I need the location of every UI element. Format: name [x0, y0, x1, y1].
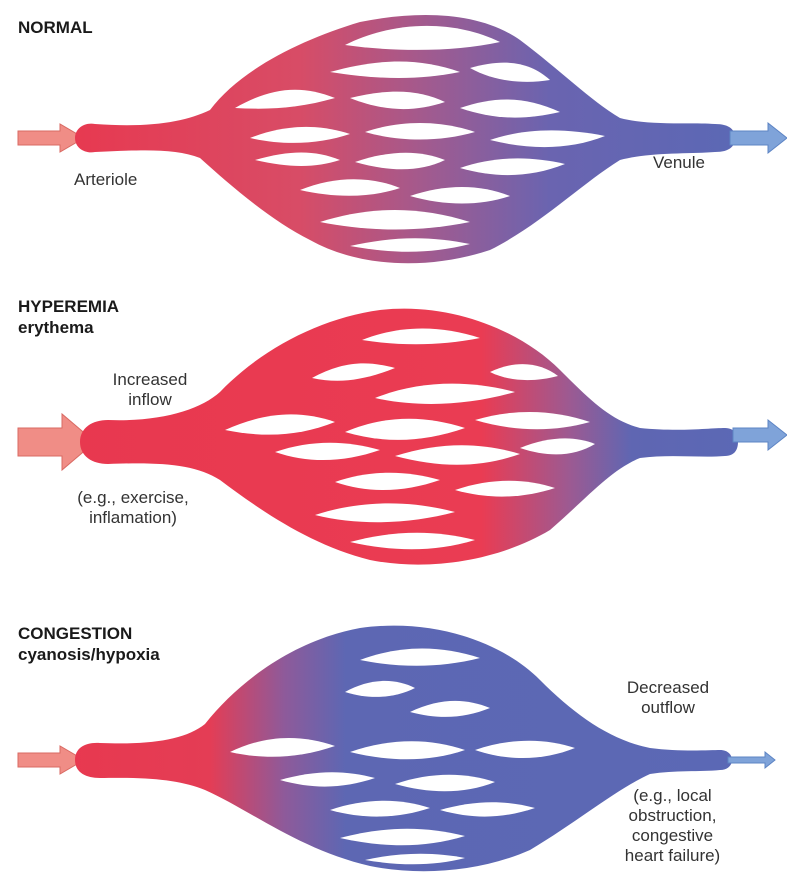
congestion-cause-line3: congestive [600, 826, 745, 846]
decreased-outflow-line1: Decreased [608, 678, 728, 698]
outflow-arrow-small [728, 752, 775, 768]
hyperemia-cause-line2: inflamation) [58, 508, 208, 528]
decreased-outflow-label: Decreased outflow [608, 678, 728, 718]
outflow-arrow [733, 420, 787, 450]
decreased-outflow-line2: outflow [608, 698, 728, 718]
hyperemia-cause-line1: (e.g., exercise, [58, 488, 208, 508]
outflow-arrow [730, 123, 787, 153]
increased-inflow-line2: inflow [80, 390, 220, 410]
arteriole-label: Arteriole [74, 170, 137, 190]
congestion-title: CONGESTION [18, 624, 132, 643]
congestion-cause-line4: heart failure) [600, 846, 745, 866]
venule-label: Venule [653, 153, 705, 173]
hyperemia-subtitle: erythema [18, 318, 94, 337]
normal-title: NORMAL [18, 18, 93, 37]
increased-inflow-line1: Increased [80, 370, 220, 390]
increased-inflow-label: Increased inflow [80, 370, 220, 410]
hyperemia-cause-label: (e.g., exercise, inflamation) [58, 488, 208, 528]
inflow-arrow [18, 746, 84, 774]
normal-panel [18, 15, 787, 263]
hyperemia-title: HYPEREMIA [18, 297, 119, 316]
congestion-cause-label: (e.g., local obstruction, congestive hea… [600, 786, 745, 866]
congestion-subtitle: cyanosis/hypoxia [18, 645, 160, 664]
inflow-arrow [18, 124, 84, 152]
congestion-cause-line2: obstruction, [600, 806, 745, 826]
congestion-cause-line1: (e.g., local [600, 786, 745, 806]
